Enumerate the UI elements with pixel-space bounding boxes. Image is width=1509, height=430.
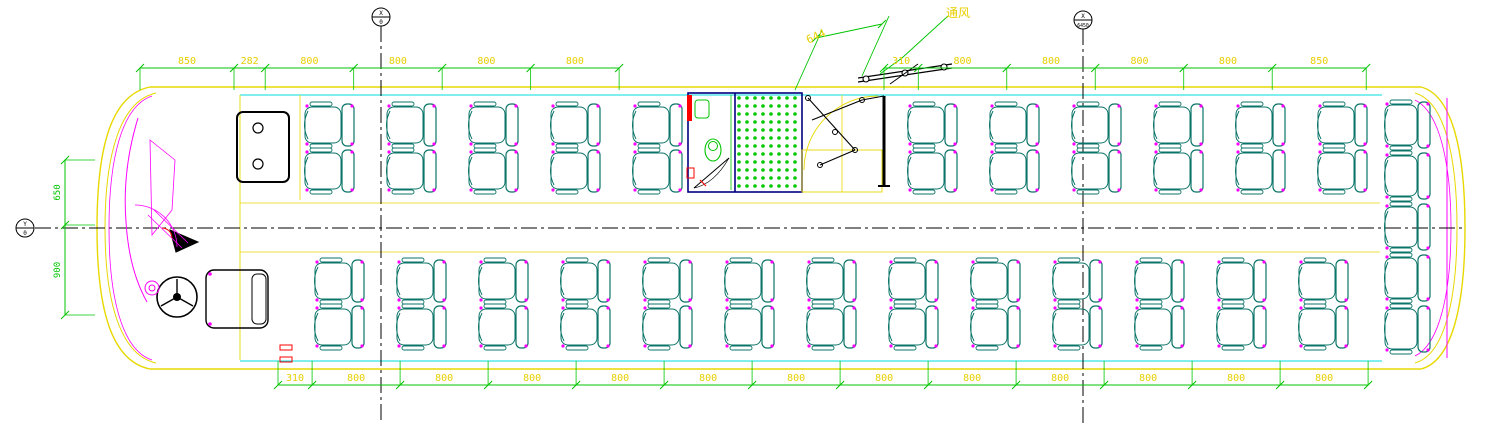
toilet-module xyxy=(686,92,803,193)
axis-top-rear-top-label: X xyxy=(1081,13,1085,20)
back-bench-seats xyxy=(1384,99,1431,355)
centerlines xyxy=(35,26,1464,424)
dim-label-bottom-10: 800 xyxy=(1139,373,1157,384)
seat-row-top xyxy=(304,101,1368,195)
seat-row-bottom xyxy=(314,257,1349,351)
datum-axis-top-front: X0 xyxy=(371,7,391,27)
dim-label-left-vertical-1: 900 xyxy=(53,262,63,278)
axis-top-front-top-label: X xyxy=(379,10,383,17)
dim-chain-top-left: 850 282 800 800 800 800 xyxy=(135,56,624,90)
axis-left-bottom-label: 0 xyxy=(23,230,27,237)
dim-label-top-left-4: 800 xyxy=(477,56,495,67)
dim-label-top-right-3: 800 xyxy=(1130,56,1148,67)
dim-label-bottom-11: 800 xyxy=(1227,373,1245,384)
bus-body-outline xyxy=(96,86,1466,370)
dim-label-bottom-8: 800 xyxy=(963,373,981,384)
dim-label-top-left-1: 282 xyxy=(241,56,259,67)
dim-chain-bottom: 310 800 800 800 800 800 800 800 800 800 800 800 800 xyxy=(273,361,1373,390)
datum-axis-left: Y0 xyxy=(15,218,35,238)
driver-area xyxy=(124,111,290,329)
axis-top-rear-bottom-label: 6450 xyxy=(1077,23,1089,29)
dim-label-bottom-2: 800 xyxy=(435,373,453,384)
dim-label-top-left-5: 800 xyxy=(566,56,584,67)
dim-label-bottom-12: 800 xyxy=(1315,373,1333,384)
dim-label-bottom-7: 800 xyxy=(875,373,893,384)
dim-label-top-right-1: 800 xyxy=(953,56,971,67)
dim-chain-left-vertical: 650 900 xyxy=(53,155,95,320)
middle-door-stairs xyxy=(794,15,953,193)
dim-label-bottom-3: 800 xyxy=(523,373,541,384)
toilet-bowl xyxy=(704,138,722,162)
dim-label-top-left-2: 800 xyxy=(300,56,318,67)
dim-chain-top-right: 310 800 800 800 800 850 xyxy=(879,56,1371,90)
dim-label-top-right-2: 800 xyxy=(1042,56,1060,67)
dim-label-top-left-0: 850 xyxy=(178,56,196,67)
dim-label-top-right-5: 850 xyxy=(1310,56,1328,67)
dim-label-bottom-9: 800 xyxy=(1051,373,1069,384)
vent-label: 通风 xyxy=(946,6,971,20)
axis-top-front-bottom-label: 0 xyxy=(379,19,383,26)
dim-label-top-left-3: 800 xyxy=(389,56,407,67)
red-detail-marks xyxy=(279,179,707,363)
dim-label-top-right-0: 310 xyxy=(892,56,910,67)
dim-label-left-vertical-0: 650 xyxy=(53,184,63,200)
datum-axis-top-rear: X 6450 xyxy=(1073,10,1093,30)
dim-label-bottom-1: 800 xyxy=(347,373,365,384)
dim-label-bottom-0: 310 xyxy=(286,373,304,384)
axis-left-top-label: Y xyxy=(23,221,27,228)
driver-seat xyxy=(205,269,269,329)
dim-label-bottom-6: 800 xyxy=(787,373,805,384)
dim-label-top-right-4: 800 xyxy=(1219,56,1237,67)
steering-wheel xyxy=(156,276,198,318)
dim-label-bottom-4: 800 xyxy=(611,373,629,384)
dim-label-bottom-5: 800 xyxy=(699,373,717,384)
